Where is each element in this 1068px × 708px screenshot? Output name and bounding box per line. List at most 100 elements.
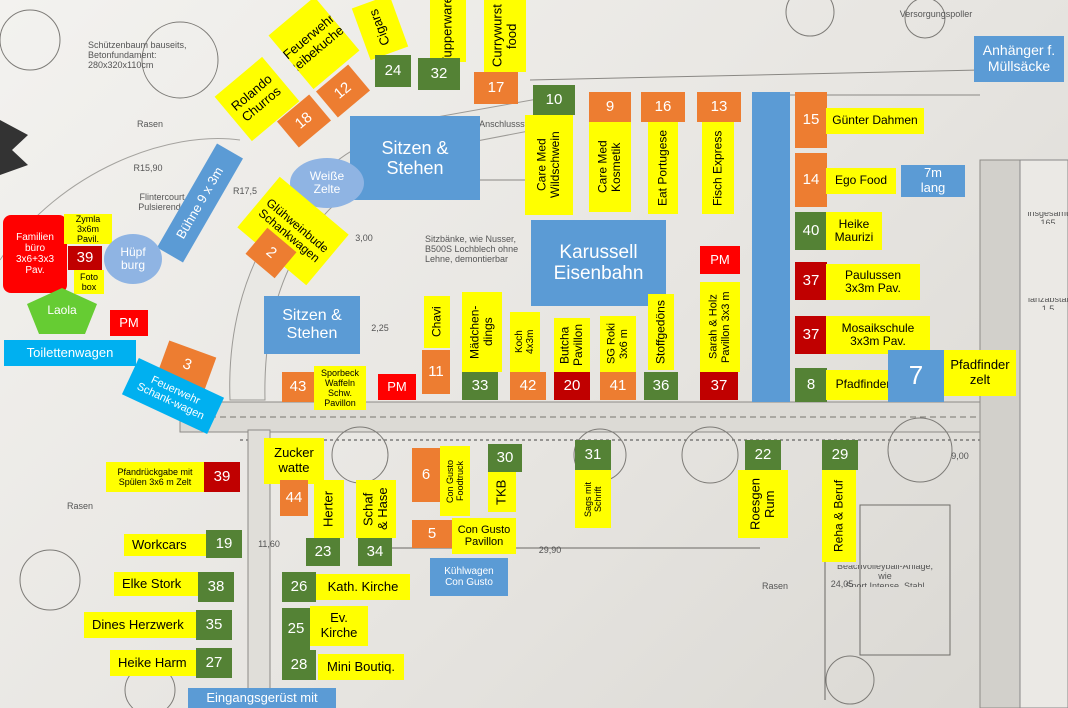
stall-number-37[interactable]: 37 xyxy=(795,262,827,300)
stall-number-30[interactable]: 30 xyxy=(488,444,522,472)
stall-anhaenger-muellsaecke[interactable]: Anhänger f. Müllsäcke xyxy=(974,36,1064,82)
stall-dines-herzwerk[interactable]: Dines Herzwerk xyxy=(84,612,198,638)
stall-sgroki[interactable]: SG Roki 3x6 m xyxy=(600,316,636,372)
stall-pm[interactable]: PM xyxy=(378,374,416,400)
stall-number-36[interactable]: 36 xyxy=(644,372,678,400)
stall-7m-lang[interactable]: 7m lang xyxy=(901,165,965,197)
stall-sporbeck[interactable]: Sporbeck Waffeln Schw. Pavillon xyxy=(314,366,366,410)
stall-schaf-hase[interactable]: Schaf & Hase xyxy=(356,480,396,538)
stall-zuckerwatte[interactable]: Zucker watte xyxy=(264,438,324,484)
stall-currywurst[interactable]: Currywurst food xyxy=(484,0,526,72)
stall-eat-portugese[interactable]: Eat Portugese xyxy=(648,122,678,214)
stall-kath-kirche[interactable]: Kath. Kirche xyxy=(316,574,410,600)
stall-number-23[interactable]: 23 xyxy=(306,538,340,566)
stall-mini-boutiq[interactable]: Mini Boutiq. xyxy=(318,654,404,680)
stall-number-11[interactable]: 11 xyxy=(422,350,450,394)
stall-number-13[interactable]: 13 xyxy=(697,92,741,122)
stall-tupperware[interactable]: Tupperware xyxy=(430,0,466,62)
stall-ego-food[interactable]: Ego Food xyxy=(826,168,896,194)
area-toilettenwagen[interactable]: Toilettenwagen xyxy=(4,340,136,366)
stall-number-9[interactable]: 9 xyxy=(589,92,631,122)
stall-mosaikschule[interactable]: Mosaikschule 3x3m Pav. xyxy=(826,316,930,354)
stall-number-35[interactable]: 35 xyxy=(196,610,232,640)
stall-roesgen-rum[interactable]: Roesgen Rum xyxy=(738,470,788,538)
stall-number-7[interactable]: 7 xyxy=(888,350,944,402)
stall-sarah-holz[interactable]: Sarah & Holz Pavillon 3x3 m xyxy=(700,282,740,372)
stall-sags-mit-schrift[interactable]: Sags mit Schrift xyxy=(575,470,611,528)
stall-number-27[interactable]: 27 xyxy=(196,648,232,678)
stall-workcars[interactable]: Workcars xyxy=(124,534,206,556)
stall-stoffgedoens[interactable]: Stoffgedöns xyxy=(648,294,674,370)
stall-herter[interactable]: Herter xyxy=(314,480,344,538)
stall-number-28[interactable]: 28 xyxy=(282,650,316,680)
stall-congusto-foodtruck[interactable]: Con Gusto Foodtruck xyxy=(440,446,470,516)
stall-tkb[interactable]: TKB xyxy=(488,472,516,512)
stall-number-33[interactable]: 33 xyxy=(462,372,498,400)
stall-number-15[interactable]: 15 xyxy=(795,92,827,148)
stall-number-5[interactable]: 5 xyxy=(412,520,452,548)
stall-heike-harm[interactable]: Heike Harm xyxy=(110,650,198,676)
stall-guenter-dahmen[interactable]: Günter Dahmen xyxy=(826,108,924,134)
stall-number-25[interactable]: 25 xyxy=(282,608,310,650)
stall-number-29[interactable]: 29 xyxy=(822,440,858,470)
stall-pfandrueckgabe[interactable]: Pfandrückgabe mit Spülen 3x6 m Zelt xyxy=(106,462,204,492)
stall-number-32[interactable]: 32 xyxy=(418,58,460,90)
plan-dimension: 3,00 xyxy=(355,232,373,243)
stall-number-10[interactable]: 10 xyxy=(533,85,575,115)
stall-number-19[interactable]: 19 xyxy=(206,530,242,558)
stall-number-14[interactable]: 14 xyxy=(795,153,827,207)
stall-number-31[interactable]: 31 xyxy=(575,440,611,470)
stall-number-40[interactable]: 40 xyxy=(795,212,827,250)
stall-congusto-pavillon[interactable]: Con Gusto Pavillon xyxy=(452,518,516,554)
stall-fotobox[interactable]: Foto box xyxy=(74,270,104,294)
area-eingangsgeruest[interactable]: Eingangsgerüst mit xyxy=(188,688,336,708)
area-sitzen-stehen[interactable]: Sitzen & Stehen xyxy=(350,116,480,200)
stall-zymla[interactable]: Zymla 3x6m Pavil. xyxy=(64,214,112,244)
stall-number-44[interactable]: 44 xyxy=(280,480,308,516)
stall-number-39[interactable]: 39 xyxy=(204,462,240,492)
stall-koch[interactable]: Koch 4x3m xyxy=(510,312,540,372)
stall-number-38[interactable]: 38 xyxy=(198,572,234,602)
stall-row-block xyxy=(752,92,790,402)
stall-number-43[interactable]: 43 xyxy=(282,372,314,402)
stall-familienbuero[interactable]: Familien büro 3x6+3x3 Pav. xyxy=(3,215,67,293)
stall-elke-stork[interactable]: Elke Stork xyxy=(114,572,198,596)
stall-pm[interactable]: PM xyxy=(110,310,148,336)
stall-number-8[interactable]: 8 xyxy=(795,368,827,402)
stall-number-20[interactable]: 20 xyxy=(554,372,590,400)
plan-dimension: 29,90 xyxy=(538,544,562,555)
stall-number-42[interactable]: 42 xyxy=(510,372,546,400)
stall-paulussen[interactable]: Paulussen 3x3m Pav. xyxy=(826,264,920,300)
area-huepfburg[interactable]: Hüpf burg xyxy=(104,234,162,284)
plan-dimension: 9,00 xyxy=(951,450,969,461)
stall-number-17[interactable]: 17 xyxy=(474,72,518,104)
stall-chavi[interactable]: Chavi xyxy=(424,296,450,348)
stall-butcha[interactable]: Butcha Pavillon xyxy=(554,318,590,372)
stall-heike-maurizi[interactable]: Heike Maurizi xyxy=(826,212,882,250)
stall-number-26[interactable]: 26 xyxy=(282,572,316,602)
stall-number-41[interactable]: 41 xyxy=(600,372,636,400)
stall-fisch-express[interactable]: Fisch Express xyxy=(702,122,734,214)
stall-number-6[interactable]: 6 xyxy=(412,448,440,502)
stall-number-34[interactable]: 34 xyxy=(358,538,392,566)
stall-reha-beruf[interactable]: Reha & Beruf xyxy=(822,470,856,562)
plan-dimension: 24,05 xyxy=(830,578,854,589)
stall-number-39[interactable]: 39 xyxy=(68,246,102,270)
area-karussell-eisenbahn[interactable]: Karussell Eisenbahn xyxy=(531,220,666,306)
stall-number-22[interactable]: 22 xyxy=(745,440,781,470)
stall-number-24[interactable]: 24 xyxy=(375,55,411,87)
stall-maedchendings[interactable]: Mädchen- dings xyxy=(462,292,502,372)
stall-kuehlwagen[interactable]: Kühlwagen Con Gusto xyxy=(430,558,508,596)
stall-pfadfinder[interactable]: Pfadfinder xyxy=(826,370,900,400)
stall-care-med-kosmetik[interactable]: Care Med Kosmetik xyxy=(589,122,631,212)
stall-pfadfinder-zelt[interactable]: Pfadfinder zelt xyxy=(944,350,1016,396)
plan-label-beach: Beachvolleyball-Anlage, wie Sport Intens… xyxy=(836,565,934,587)
area-laola[interactable]: Laola xyxy=(47,303,77,318)
stall-number-37[interactable]: 37 xyxy=(700,372,738,400)
stall-number-16[interactable]: 16 xyxy=(641,92,685,122)
area-sitzen-stehen-2[interactable]: Sitzen & Stehen xyxy=(264,296,360,354)
stall-ev-kirche[interactable]: Ev. Kirche xyxy=(310,606,368,646)
stall-care-med-wildschwein[interactable]: Care Med Wildschwein xyxy=(525,115,573,215)
stall-number-37[interactable]: 37 xyxy=(795,316,827,354)
stall-pm[interactable]: PM xyxy=(700,246,740,274)
